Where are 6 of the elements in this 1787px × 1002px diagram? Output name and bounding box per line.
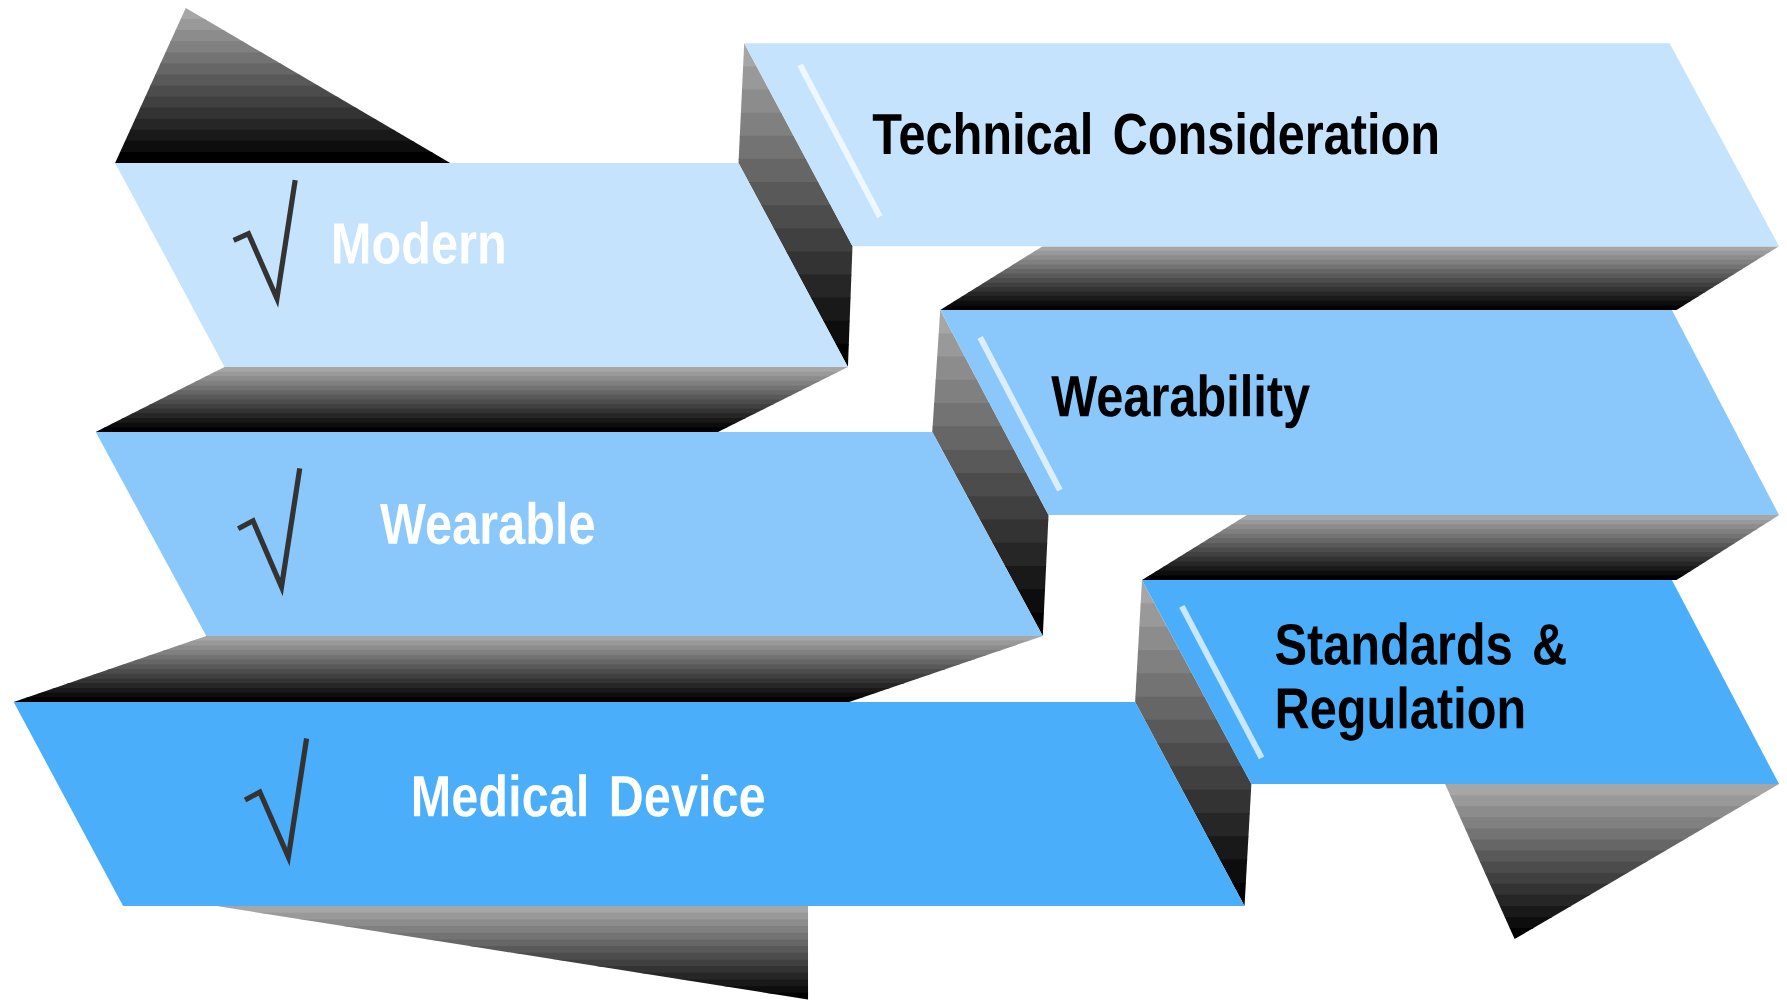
ribbon-band: Medical Device	[13, 702, 1245, 907]
ribbon-band: Wearability	[940, 310, 1780, 516]
ribbon-band: Wearable	[95, 432, 1043, 637]
ribbon-band: Standards & Regulation	[1141, 580, 1780, 785]
ribbon-band: Modern	[115, 163, 848, 368]
ribbon-band: Technical Consideration	[744, 43, 1780, 247]
